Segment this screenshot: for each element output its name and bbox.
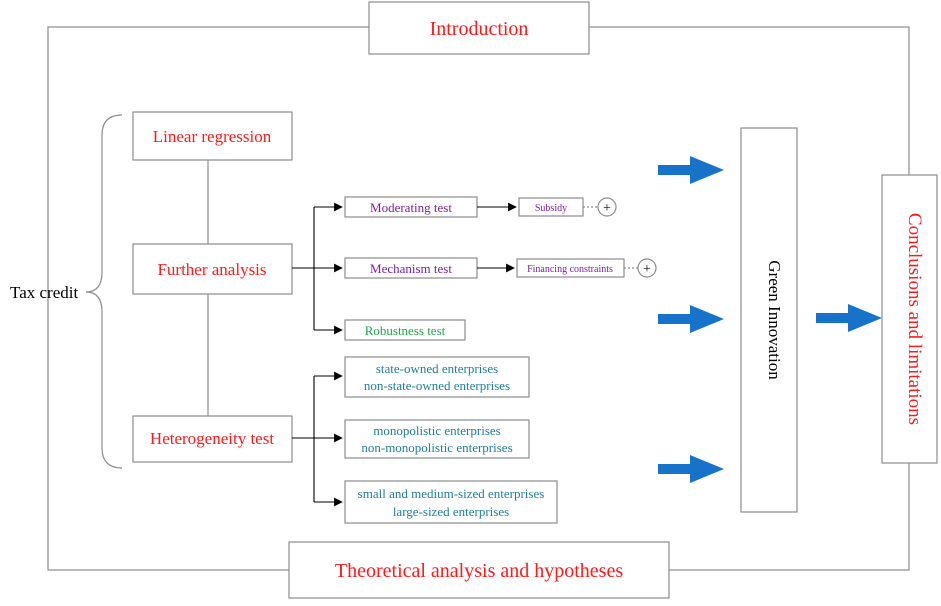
financing-constraints-label: Financing constraints [527,264,613,275]
left-brace [85,114,123,469]
ownership-line1: state-owned enterprises [376,361,498,376]
mechanism-test-label: Mechanism test [370,261,452,276]
linear-regression-label: Linear regression [153,127,272,146]
financing-plus-circle [637,258,657,278]
moderating-test-label: Moderating test [370,200,452,215]
ownership-box [344,356,530,398]
robustness-test-label: Robustness test [365,323,446,338]
size-box [344,480,558,524]
monopoly-line2: non-monopolistic enterprises [361,440,512,455]
theory-box [288,541,670,599]
further-analysis-box [132,243,293,295]
introduction-label: Introduction [430,18,529,40]
ownership-line2: non-state-owned enterprises [364,378,510,393]
subsidy-label: Subsidy [535,203,567,214]
blue-arrow-middle [658,305,724,333]
blue-arrow-right [816,304,882,332]
size-line2: large-sized enterprises [393,504,509,519]
introduction-box [368,1,590,55]
heterogeneity-test-box [132,415,293,463]
theory-label: Theoretical analysis and hypotheses [335,560,623,582]
green-innovation-box [740,127,798,513]
further-analysis-label: Further analysis [157,260,266,279]
blue-arrow-top [658,156,724,184]
financing-plus-sign: + [643,262,651,277]
size-line1: small and medium-sized enterprises [358,486,545,501]
heterogeneity-test-label: Heterogeneity test [150,429,274,448]
monopoly-box [344,419,530,459]
blue-arrows [658,156,882,483]
subsidy-plus-circle [597,197,617,217]
conclusions-box [881,174,938,464]
blue-arrow-bottom [658,455,724,483]
robustness-test-box [344,319,466,341]
linear-regression-box [132,111,293,161]
monopoly-line1: monopolistic enterprises [373,423,500,438]
tax-credit-label: Tax credit [10,283,78,302]
subsidy-plus-sign: + [603,201,611,216]
green-innovation-label: Green Innovation [765,260,784,380]
conclusions-label: Conclusions and limitations [904,213,925,425]
